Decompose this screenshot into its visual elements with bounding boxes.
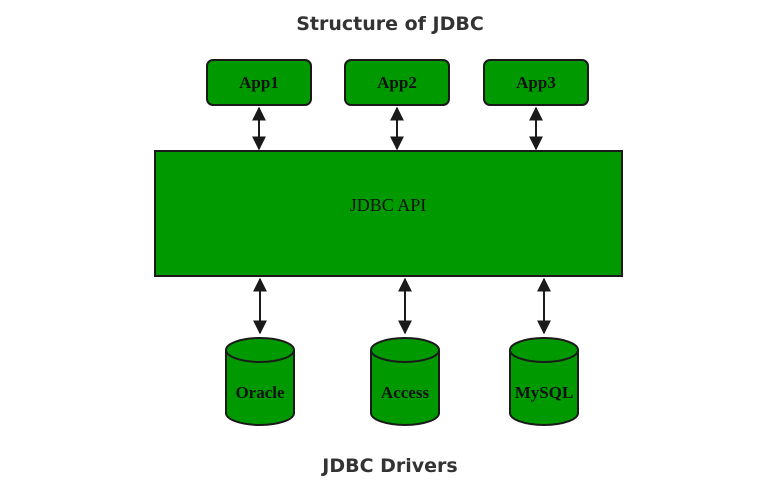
driver-label-oracle: Oracle [235,383,285,402]
diagram-footer: JDBC Drivers [322,455,458,477]
diagram-title: Structure of JDBC [296,13,484,35]
driver-cylinder-mysql: MySQL [509,337,579,426]
app-box-3: App3 [483,59,589,106]
app-label-2: App2 [377,73,417,92]
app-box-2: App2 [344,59,450,106]
driver-label-mysql: MySQL [515,383,574,402]
driver-label-access: Access [381,383,430,402]
app-label-1: App1 [239,73,279,92]
app-box-1: App1 [206,59,312,106]
jdbc-api-box: JDBC API [154,150,623,277]
jdbc-api-label: JDBC API [350,195,427,215]
driver-cylinder-access: Access [370,337,440,426]
app-label-3: App3 [516,73,556,92]
driver-cylinder-oracle: Oracle [225,337,295,426]
